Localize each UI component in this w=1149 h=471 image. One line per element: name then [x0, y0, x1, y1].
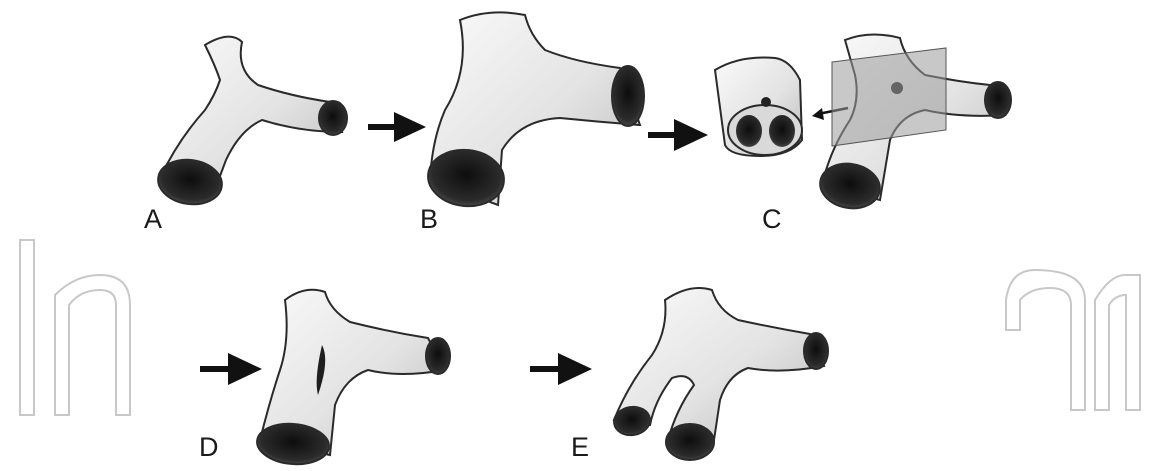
vessel-b: [425, 12, 644, 209]
watermark: [20, 240, 1140, 415]
panel-label-d: D: [199, 432, 219, 463]
arrow-a-to-b: [368, 112, 426, 142]
panel-label-a: A: [144, 204, 162, 235]
vessel-c-cross-section: [715, 58, 802, 157]
arrow-b-to-c: [648, 119, 708, 151]
panel-label-b: B: [420, 204, 438, 235]
vessel-d: [255, 290, 450, 467]
vessel-c: [817, 34, 1011, 212]
panel-label-c: C: [762, 204, 782, 235]
arrow-to-d: [200, 353, 262, 385]
arrow-to-e: [530, 353, 592, 385]
vessel-e: [612, 288, 828, 460]
section-plane: [832, 48, 946, 146]
vessel-a: [155, 37, 347, 209]
panel-label-e: E: [571, 432, 589, 463]
